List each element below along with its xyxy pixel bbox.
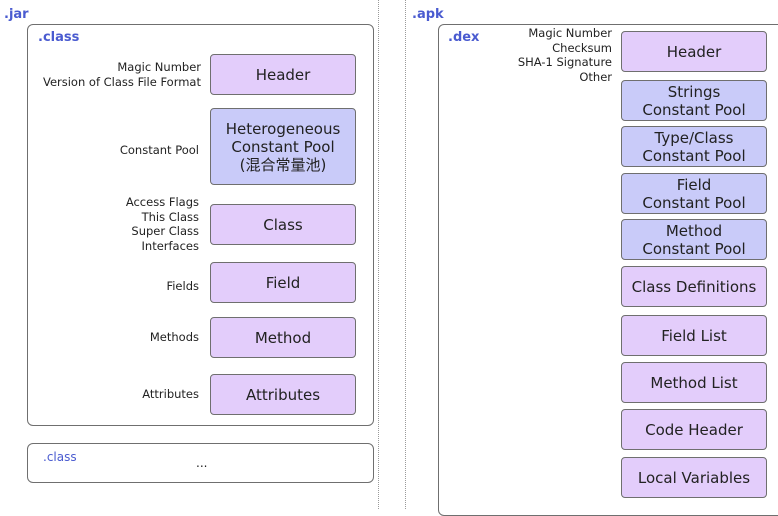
additional-class-ellipsis: ... — [196, 456, 208, 470]
field-list-box: Field List — [621, 315, 767, 356]
method-box: Method — [210, 317, 356, 358]
method-list-box: Method List — [621, 362, 767, 403]
field-constant-pool-box: Field Constant Pool — [621, 173, 767, 214]
fields-label: Fields — [166, 279, 199, 293]
code-header-box: Code Header — [621, 409, 767, 450]
panel-divider-left — [378, 0, 379, 509]
attributes-box: Attributes — [210, 374, 356, 415]
panel-divider-right — [405, 0, 406, 509]
method-constant-pool-box: Method Constant Pool — [621, 219, 767, 260]
class-header-box: Header — [210, 54, 356, 95]
methods-label: Methods — [149, 330, 199, 344]
dex-file-title: .dex — [448, 30, 480, 45]
local-variables-box: Local Variables — [621, 457, 767, 498]
field-box: Field — [210, 262, 356, 303]
additional-class-frame — [27, 443, 374, 483]
dex-header-box: Header — [621, 31, 767, 72]
class-definitions-box: Class Definitions — [621, 266, 767, 307]
type-class-constant-pool-box: Type/Class Constant Pool — [621, 126, 767, 167]
class-field-labels: Access Flags This Class Super Class Inte… — [125, 195, 199, 253]
jar-panel-title: .jar — [4, 7, 29, 22]
apk-panel-title: .apk — [412, 7, 444, 22]
constant-pool-label: Constant Pool — [119, 143, 199, 157]
class-box: Class — [210, 204, 356, 245]
dex-header-field-labels: Magic Number Checksum SHA-1 Signature Ot… — [517, 26, 612, 84]
class-file-title: .class — [38, 30, 80, 45]
additional-class-title: .class — [43, 450, 77, 464]
attributes-label: Attributes — [142, 387, 199, 401]
strings-constant-pool-box: Strings Constant Pool — [621, 80, 767, 121]
heterogeneous-constant-pool-box: Heterogeneous Constant Pool (混合常量池) — [210, 108, 356, 185]
header-field-labels: Magic Number Version of Class File Forma… — [42, 60, 201, 89]
